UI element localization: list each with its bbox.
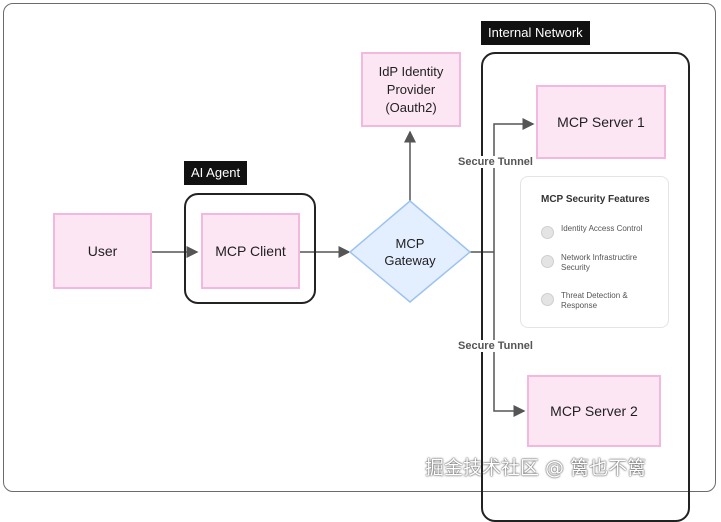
mcp-server-1-node: MCP Server 1 — [536, 85, 666, 159]
feature-item-label: Network Infrastructire Security — [561, 253, 638, 272]
mcp-client-node: MCP Client — [201, 213, 300, 289]
edge-tunnel-to-server2 — [493, 252, 526, 417]
diagram-frame — [3, 3, 716, 492]
idp-node: IdP Identity Provider (Oauth2) — [361, 52, 461, 127]
ai-agent-label: AI Agent — [191, 165, 241, 180]
watermark: 掘金技术社区 @ 篱也不篱 — [425, 457, 647, 479]
feature-circle-icon — [541, 226, 554, 239]
security-features-card: MCP Security Features Identity Access Co… — [520, 176, 669, 328]
mcp-server-2-node: MCP Server 2 — [527, 375, 661, 447]
internal-network-tag: Internal Network — [481, 21, 590, 45]
feature-circle-icon — [541, 293, 554, 306]
feature-item-label: Identity Access Control — [561, 224, 643, 233]
edge-tunnel-to-server1 — [493, 118, 535, 252]
feature-item: Identity Access Control — [541, 224, 646, 239]
ai-agent-container — [184, 193, 316, 304]
feature-circle-icon — [541, 255, 554, 268]
security-features-title: MCP Security Features — [541, 194, 650, 205]
user-node: User — [53, 213, 152, 289]
gateway-label-line1: MCP — [395, 236, 425, 251]
secure-tunnel-label-bottom: Secure Tunnel — [456, 340, 535, 352]
mcp-server-1-label: MCP Server 1 — [557, 114, 645, 130]
idp-label-line2: Provider — [386, 81, 436, 97]
connectors — [152, 118, 535, 417]
gateway-diamond — [348, 200, 472, 303]
internal-network-label: Internal Network — [488, 25, 583, 40]
feature-item-label: Threat Detection & Response — [561, 291, 628, 310]
gateway-label-line2: Gateway — [384, 253, 436, 268]
ai-agent-tag: AI Agent — [184, 161, 248, 185]
idp-label-line3: (Oauth2) — [385, 99, 437, 115]
mcp-server-2-label: MCP Server 2 — [550, 403, 638, 419]
feature-item: Threat Detection & Response — [541, 291, 646, 311]
mcp-client-label: MCP Client — [215, 243, 286, 259]
feature-item: Network Infrastructire Security — [541, 253, 646, 273]
idp-label-line1: IdP Identity — [378, 63, 444, 79]
secure-tunnel-label-top: Secure Tunnel — [456, 156, 535, 168]
gateway-node: MCP Gateway — [360, 225, 460, 279]
user-label: User — [87, 243, 118, 259]
